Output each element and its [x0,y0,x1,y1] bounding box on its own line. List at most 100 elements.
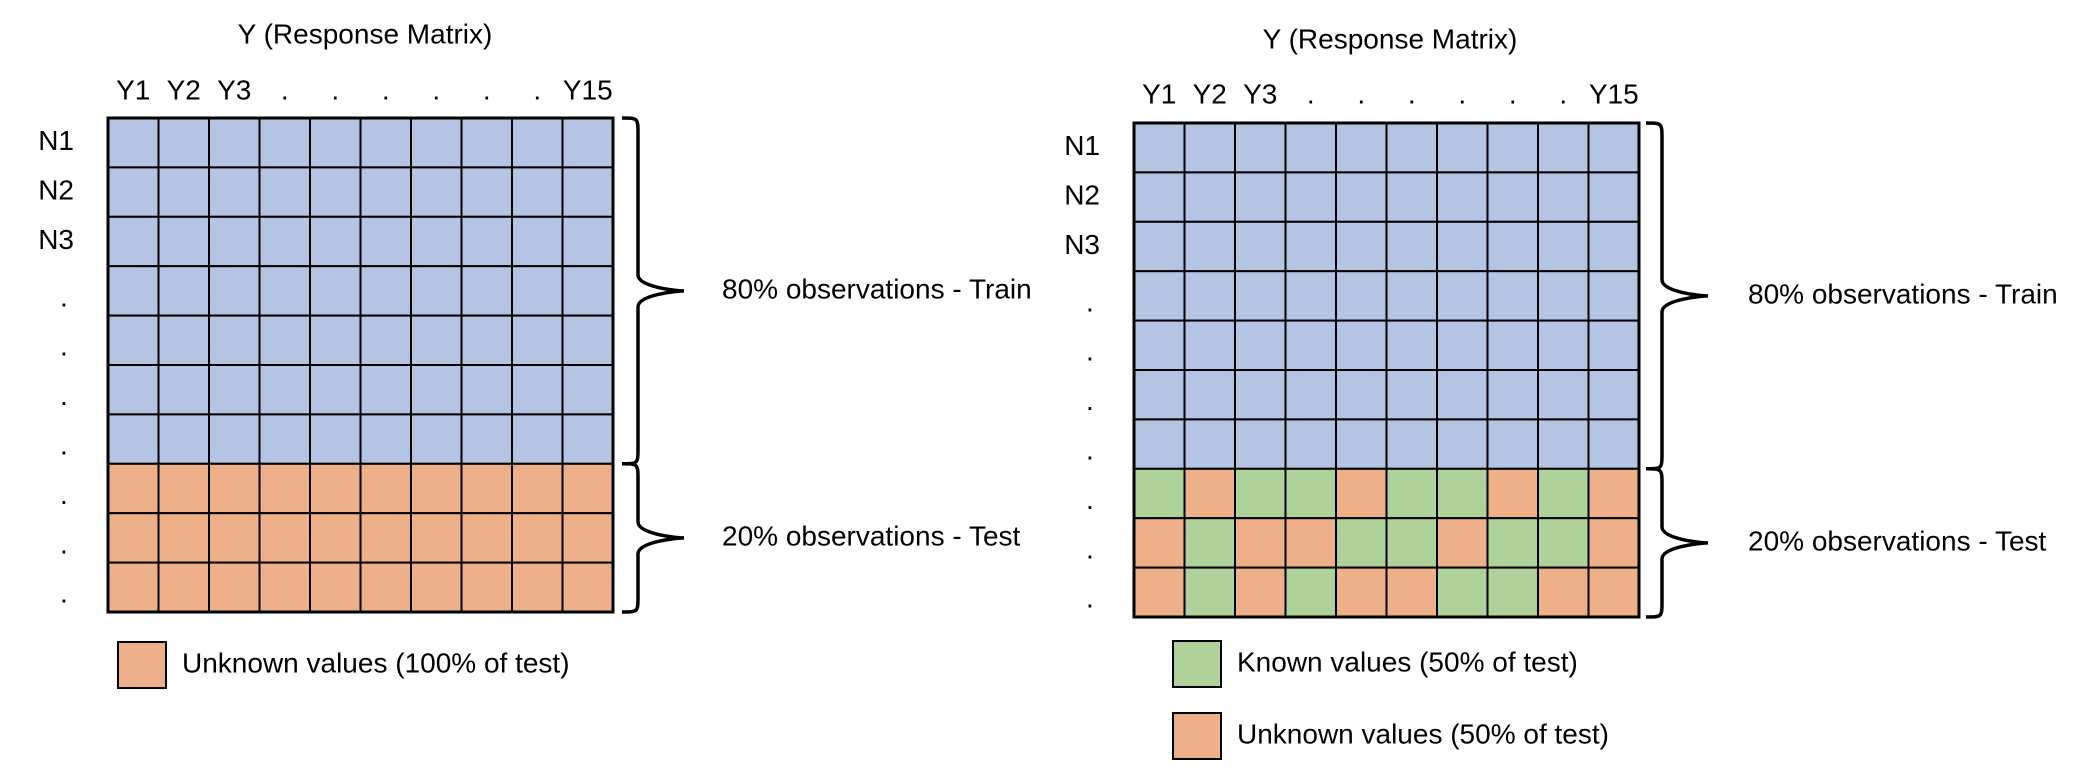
unknown-cell [1587,517,1640,569]
known-cell [1385,517,1438,569]
train-cell [1133,418,1186,470]
train-cell [460,215,513,268]
train-cell [561,117,614,169]
train-cell [208,265,261,317]
legend-label: Unknown values (50% of test) [1237,718,1609,749]
train-cell [1335,220,1388,273]
train-cell [410,314,463,367]
train-cell [258,364,311,416]
legend-swatch-known [1172,640,1222,688]
unknown-cell [208,561,261,613]
unknown-cell [309,512,362,564]
train-cell [1234,270,1287,322]
row-label: N2 [38,174,74,205]
train-cell [1486,171,1539,223]
train-cell [410,215,463,268]
train-cell [1587,270,1640,322]
train-cell [208,364,261,416]
train-cell [511,364,564,416]
train-cell [1133,270,1186,322]
column-label: . [483,74,491,105]
row-label: . [60,528,68,559]
train-cell [1436,418,1489,470]
test-label: 20% observations - Test [1748,525,2047,556]
unknown-cell [460,512,513,564]
train-cell [410,265,463,317]
train-cell [309,215,362,268]
column-label: Y2 [167,74,201,105]
column-label: . [1458,78,1466,109]
train-cell [561,215,614,268]
train-cell [511,314,564,367]
train-cell [410,117,463,169]
train-cell [1284,122,1337,174]
train-cell [1436,369,1489,421]
column-label: Y3 [1243,78,1277,109]
unknown-cell [309,561,362,613]
train-cell [1486,220,1539,273]
unknown-cell [1284,517,1337,569]
column-label: Y1 [1142,78,1176,109]
train-cell [1133,319,1186,372]
train-cell [157,265,210,317]
train-cell [1587,369,1640,421]
legend-item-unknown: Unknown values (100% of test) [117,641,570,689]
known-cell [1284,467,1337,520]
column-label: . [1357,78,1365,109]
train-cell [1234,220,1287,273]
unknown-cell [1234,566,1287,618]
train-cell [410,166,463,218]
matrix-title: Y (Response Matrix) [1263,23,1518,54]
train-cell [1183,418,1236,470]
train-cell [1183,220,1236,273]
known-cell [1183,517,1236,569]
unknown-cell [410,561,463,613]
train-cell [1385,270,1438,322]
train-cell [258,413,311,465]
unknown-cell [107,561,160,613]
train-cell [157,117,210,169]
train-cell [208,314,261,367]
train-cell [157,215,210,268]
train-cell [1335,319,1388,372]
train-cell [1486,319,1539,372]
row-label: . [1086,533,1094,564]
train-cell [511,117,564,169]
column-label: . [533,74,541,105]
unknown-cell [561,462,614,515]
train-cell [1587,122,1640,174]
train-cell [511,413,564,465]
train-cell [1133,220,1186,273]
unknown-cell [561,512,614,564]
unknown-cell [410,512,463,564]
train-cell [1284,319,1337,372]
row-label: N3 [38,224,74,255]
train-cell [511,215,564,268]
column-label: Y15 [563,74,613,105]
train-cell [460,364,513,416]
unknown-cell [1234,517,1287,569]
train-cell [107,215,160,268]
train-cell [1537,270,1590,322]
train-cell [208,215,261,268]
column-label: . [331,74,339,105]
test-label: 20% observations - Test [722,520,1021,551]
unknown-cell [1335,467,1388,520]
train-cell [1385,220,1438,273]
train-cell [359,314,412,367]
unknown-cell [1335,566,1388,618]
unknown-cell [359,462,412,515]
unknown-cell [157,561,210,613]
unknown-cell [1587,566,1640,618]
train-cell [460,117,513,169]
unknown-cell [1183,467,1236,520]
train-cell [1537,220,1590,273]
train-cell [1436,270,1489,322]
matrix-grid [107,117,614,613]
train-cell [460,314,513,367]
unknown-cell [157,512,210,564]
row-label: . [1086,336,1094,367]
train-cell [1335,369,1388,421]
